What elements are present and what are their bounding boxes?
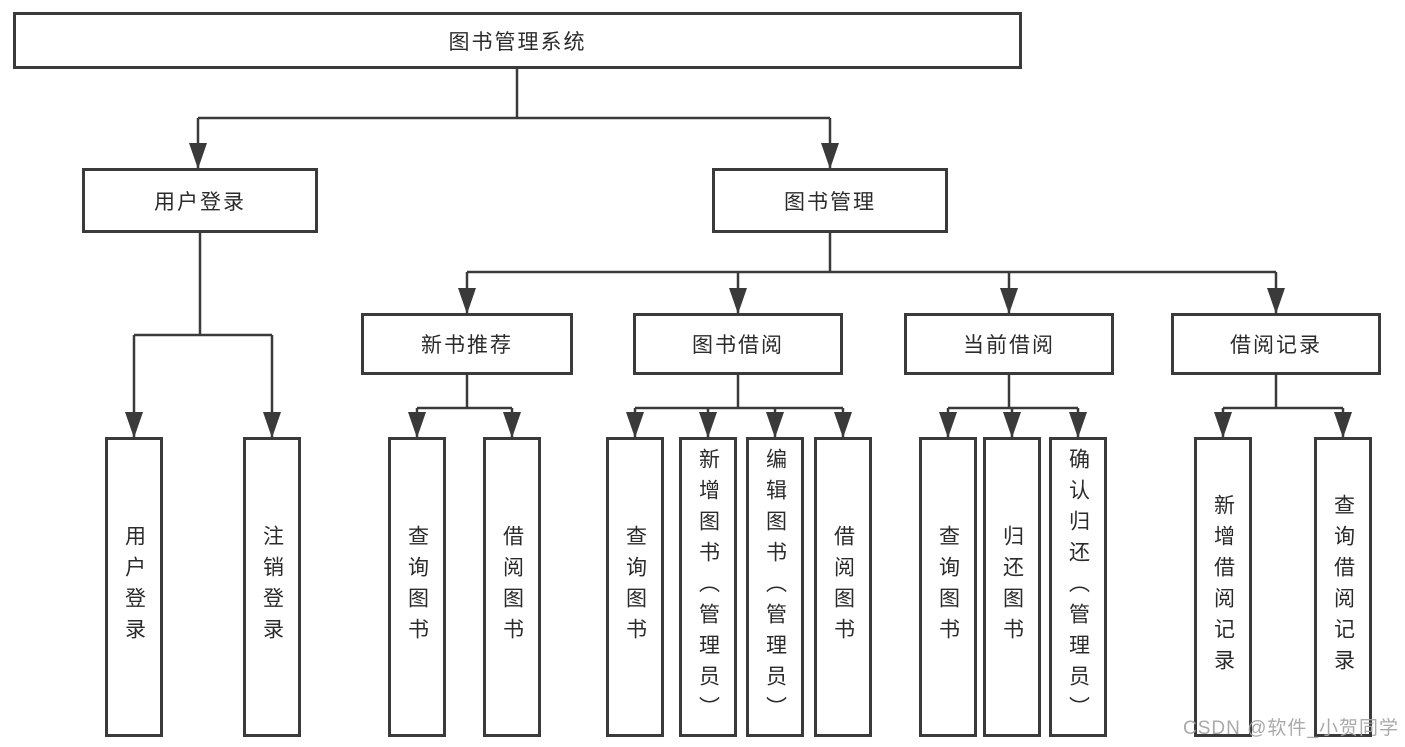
- node-root: 图书管理系统: [13, 12, 1022, 69]
- leaf-query-books-borrow-label: 查询图书: [623, 525, 647, 649]
- node-borrow-records-label: 借阅记录: [1230, 334, 1322, 357]
- leaf-user-login: 用户登录: [105, 437, 163, 737]
- node-new-book-recommend: 新书推荐: [361, 313, 573, 375]
- leaf-logout: 注销登录: [243, 437, 301, 737]
- leaf-edit-books-admin-label: 编辑图书（管理员）: [763, 447, 787, 727]
- node-root-label: 图书管理系统: [448, 30, 587, 54]
- node-borrow-records: 借阅记录: [1171, 313, 1381, 375]
- node-new-book-recommend-label: 新书推荐: [421, 334, 513, 357]
- leaf-query-books-recommend: 查询图书: [388, 437, 446, 737]
- leaf-query-books-current: 查询图书: [919, 437, 977, 737]
- leaf-query-borrow-record-label: 查询借阅记录: [1331, 494, 1355, 680]
- leaf-confirm-return-admin-label: 确认归还（管理员）: [1066, 447, 1090, 727]
- leaf-borrow-books-label: 借阅图书: [831, 525, 855, 649]
- leaf-borrow-books-recommend: 借阅图书: [483, 437, 541, 737]
- leaf-user-login-label: 用户登录: [122, 525, 146, 649]
- leaf-edit-books-admin: 编辑图书（管理员）: [746, 437, 804, 737]
- leaf-return-books: 归还图书: [983, 437, 1041, 737]
- node-current-borrow-label: 当前借阅: [963, 334, 1055, 357]
- leaf-borrow-books-recommend-label: 借阅图书: [500, 525, 524, 649]
- node-book-borrow: 图书借阅: [633, 313, 843, 375]
- node-user-login: 用户登录: [82, 168, 318, 233]
- arrowheads: [125, 143, 1352, 438]
- leaf-query-borrow-record: 查询借阅记录: [1314, 437, 1372, 737]
- leaf-borrow-books: 借阅图书: [814, 437, 872, 737]
- node-user-login-label: 用户登录: [154, 190, 246, 214]
- leaf-logout-label: 注销登录: [260, 525, 284, 649]
- leaf-add-books-admin-label: 新增图书（管理员）: [696, 447, 720, 727]
- leaf-query-books-current-label: 查询图书: [936, 525, 960, 649]
- leaf-confirm-return-admin: 确认归还（管理员）: [1049, 437, 1107, 737]
- leaf-add-borrow-record: 新增借阅记录: [1194, 437, 1252, 737]
- connector-paths: [132, 68, 1345, 438]
- leaf-return-books-label: 归还图书: [1000, 525, 1024, 649]
- leaf-add-books-admin: 新增图书（管理员）: [679, 437, 737, 737]
- node-book-management-label: 图书管理: [784, 190, 876, 214]
- leaf-add-borrow-record-label: 新增借阅记录: [1211, 494, 1235, 680]
- node-current-borrow: 当前借阅: [904, 313, 1114, 375]
- leaf-query-books-recommend-label: 查询图书: [405, 525, 429, 649]
- node-book-management: 图书管理: [712, 168, 948, 233]
- csdn-watermark: CSDN @软件_小贺同学: [1183, 718, 1399, 739]
- leaf-query-books-borrow: 查询图书: [606, 437, 664, 737]
- node-book-borrow-label: 图书借阅: [692, 334, 784, 357]
